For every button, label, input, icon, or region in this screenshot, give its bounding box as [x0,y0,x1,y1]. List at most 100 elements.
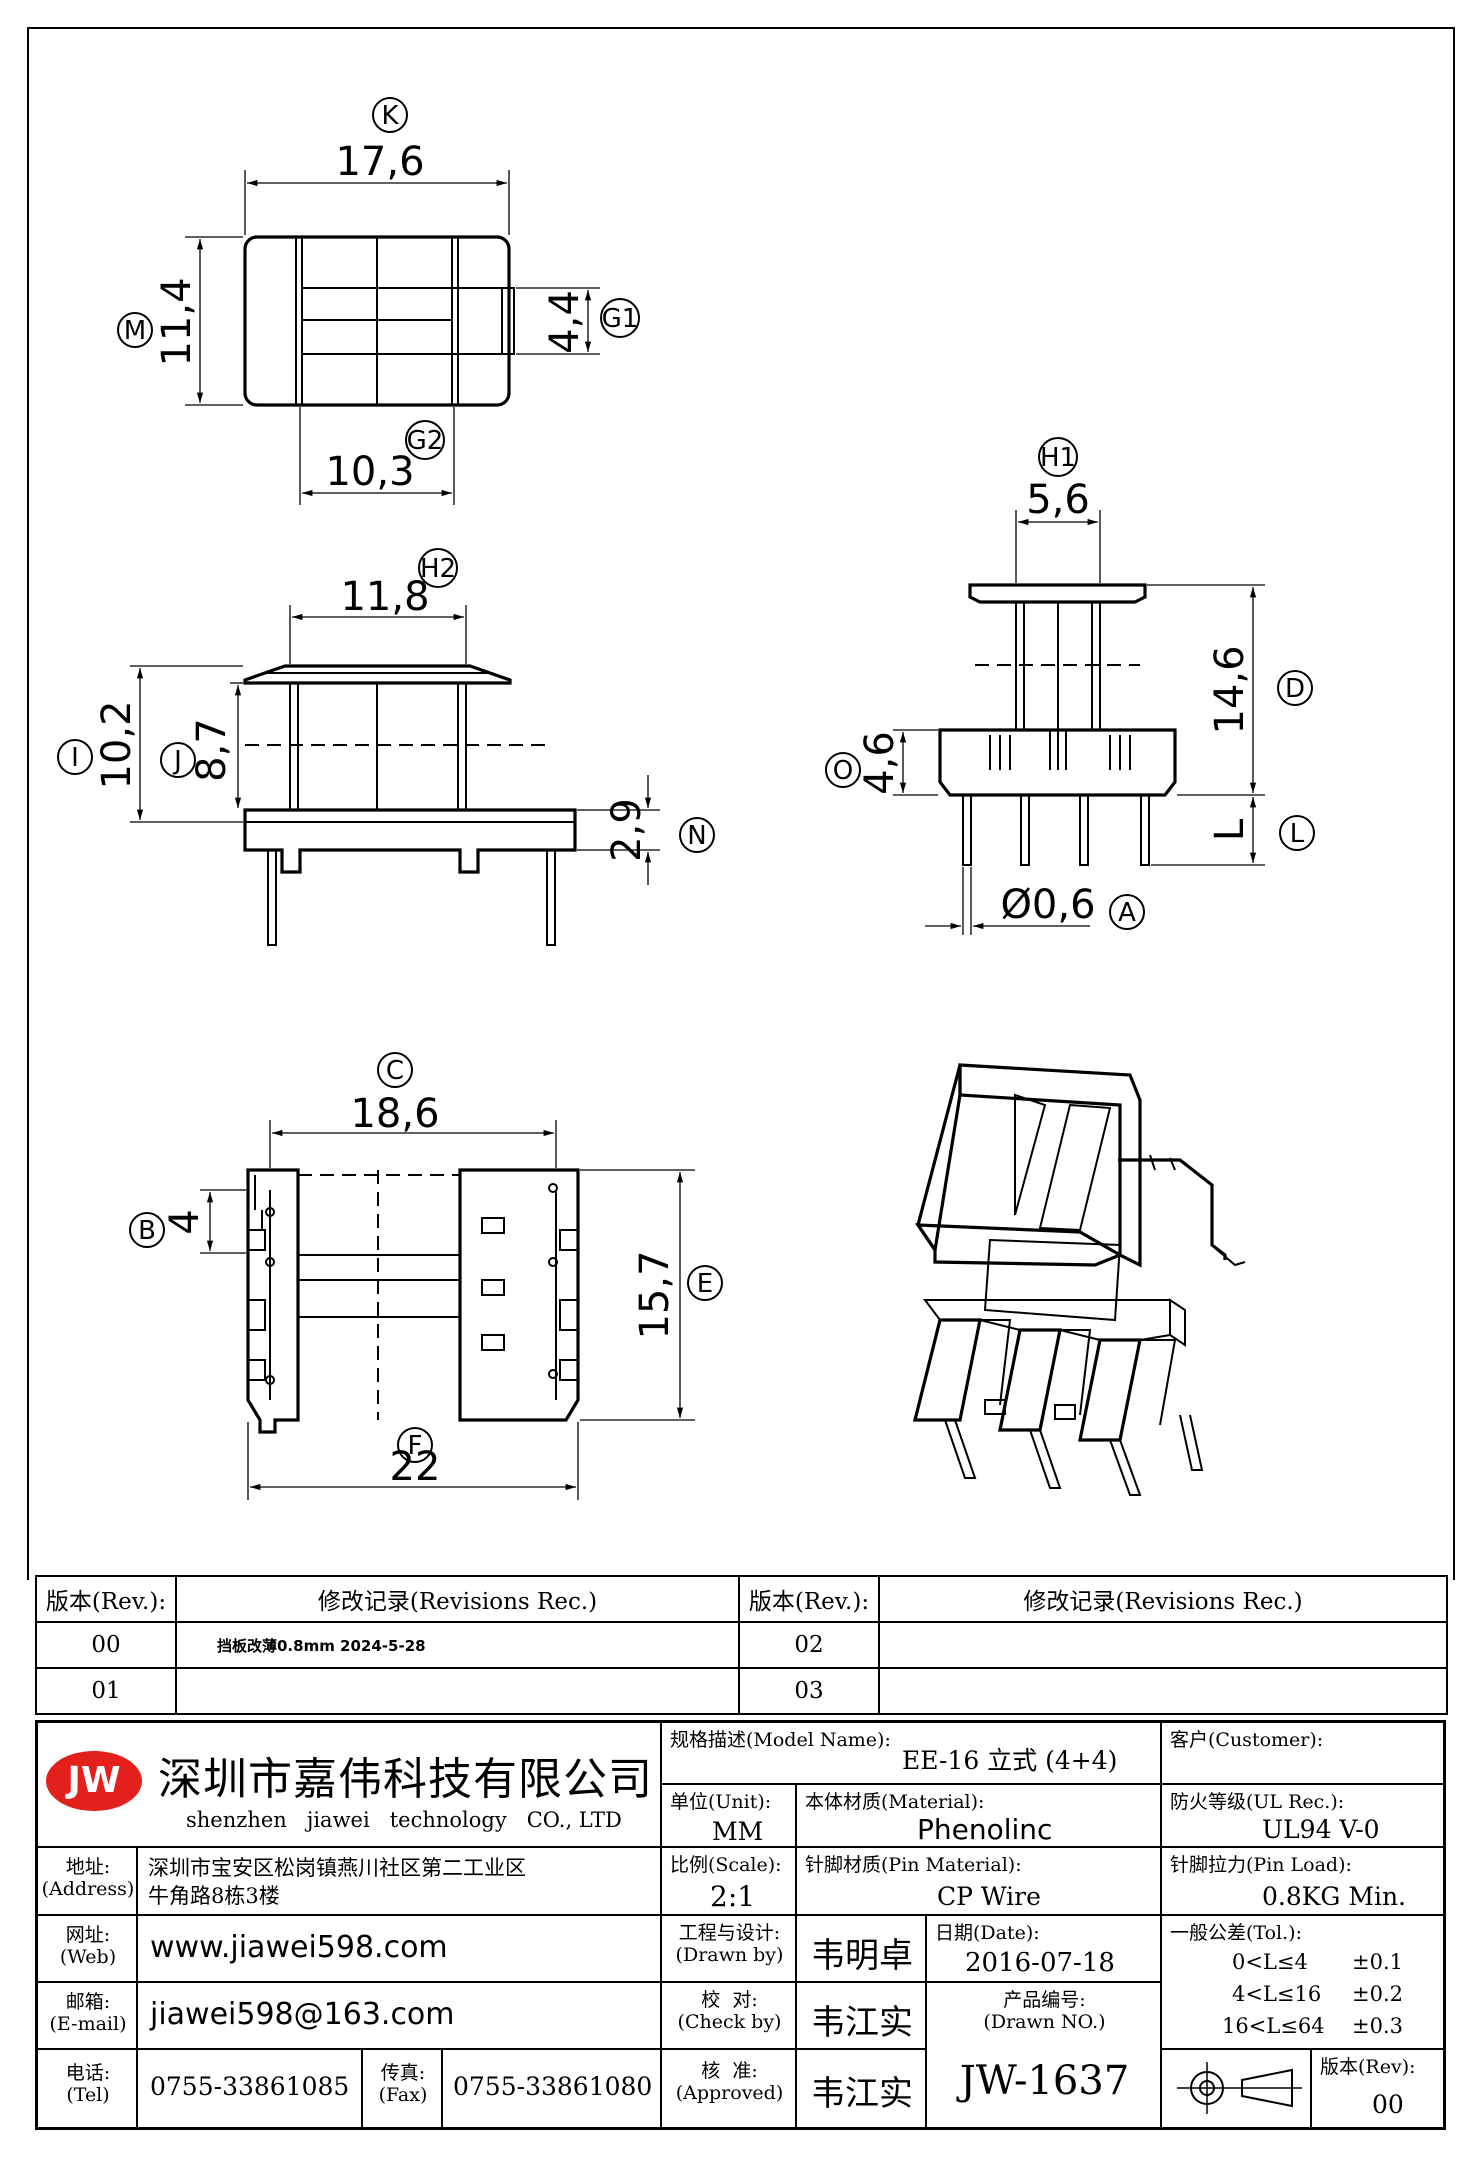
ul-label: 防火等级(UL Rec.): [1170,1791,1345,1813]
drawn-value: 韦明卓 [811,1936,913,1976]
ul-cell: 防火等级(UL Rec.): UL94 V-0 [1162,1785,1443,1848]
rev-label: 版本(Rev): [1320,2056,1416,2078]
unit-label: 单位(Unit): [670,1791,772,1813]
isometric-view [912,1063,1246,1496]
company-logo: JW [46,1751,142,1811]
rec-header: 修改记录(Revisions Rec.) [878,1575,1448,1623]
dim-h2-value: 11,8 [340,574,429,620]
dim-g1-tag: G1 [602,304,639,334]
material-cell: 本体材质(Material): Phenolinc [797,1785,1162,1848]
material-label: 本体材质(Material): [805,1791,985,1813]
tolerance-range: 0<L≤4 [1232,1950,1308,1974]
dim-m-tag: M [124,316,146,346]
dim-l-value: L [1207,818,1253,841]
rec-cell [878,1667,1448,1715]
tolerance-value: ±0.2 [1352,1982,1403,2006]
unit-cell: 单位(Unit): MM [662,1785,797,1848]
tolerance-label: 一般公差(Tol.): [1170,1922,1302,1944]
dim-i-value: 10,2 [94,700,140,789]
dim-a-value: Ø0,6 [1000,882,1095,928]
fax-label-cell: 传真: (Fax) [363,2050,443,2127]
email-cell: jiawei598@163.com [138,1983,662,2050]
table-row: 00 挡板改薄0.8mm 2024-5-28 02 [35,1621,1448,1669]
web-value[interactable]: www.jiawei598.com [150,1930,448,1965]
dim-k-value: 17,6 [335,139,424,185]
dim-j-tag: J [172,746,182,776]
drawing-no-value: JW-1637 [959,2058,1130,2104]
ul-value: UL94 V-0 [1262,1815,1380,1844]
dimension-labels: 17,6 K 11,4 M 4,4 G1 10,3 G2 5,6 H1 11,8… [57,97,1315,1490]
top-view [185,170,600,505]
web-label: 网址: (Web) [59,1924,117,1968]
tolerance-value: ±0.3 [1352,2014,1403,2038]
front-view [130,605,660,946]
dim-g2-value: 10,3 [325,449,414,495]
check-cell: 韦江实 [797,1983,927,2050]
address-label: 地址: (Address) [41,1856,135,1900]
approve-label-cell: 核 准: (Approved) [662,2050,797,2127]
dim-j-value: 8,7 [189,718,235,782]
fax-value: 0755-33861080 [453,2072,653,2101]
email-label: 邮箱: (E-mail) [49,1991,127,2035]
dim-k-tag: K [381,101,399,131]
email-value[interactable]: jiawei598@163.com [150,1997,455,2032]
company-area: JW 深圳市嘉伟科技有限公司 shenzhen jiawei technolog… [38,1723,662,1848]
date-cell: 日期(Date): 2016-07-18 [927,1916,1162,1983]
date-label: 日期(Date): [935,1922,1040,1944]
rev-cell: 01 [35,1667,177,1715]
dim-b-value: 4 [162,1209,208,1234]
check-label: 校 对: (Check by) [677,1989,782,2033]
revision-table: 版本(Rev.): 修改记录(Revisions Rec.) 版本(Rev.):… [35,1575,1448,1715]
table-row: 01 03 [35,1667,1448,1715]
dim-i-tag: I [71,743,79,773]
tel-label-cell: 电话: (Tel) [38,2050,138,2127]
tel-cell: 0755-33861085 [138,2050,363,2127]
technical-drawing: 17,6 K 11,4 M 4,4 G1 10,3 G2 5,6 H1 11,8… [27,27,1455,1580]
drawn-cell: 韦明卓 [797,1916,927,1983]
fax-cell: 0755-33861080 [443,2050,662,2127]
dim-c-tag: C [386,1056,404,1086]
dim-o-value: 4,6 [857,731,903,795]
pin-load-label: 针脚拉力(Pin Load): [1170,1854,1352,1876]
dim-h1-value: 5,6 [1026,477,1090,523]
email-label-cell: 邮箱: (E-mail) [38,1983,138,2050]
dim-b-tag: B [138,1216,156,1246]
dim-g2-tag: G2 [407,426,444,456]
rec-cell [175,1667,740,1715]
tolerance-cell: 一般公差(Tol.): 0<L≤4 ±0.1 4<L≤16 ±0.2 16<L≤… [1162,1916,1443,2050]
bottom-view [200,1120,695,1500]
rev-cell: 02 [738,1621,880,1669]
dim-d-value: 14,6 [1207,645,1253,734]
tel-label: 电话: (Tel) [65,2062,111,2106]
scale-cell: 比例(Scale): 2:1 [662,1848,797,1916]
drawing-no-label: 产品编号: (Drawn NO.) [983,1989,1106,2033]
company-name-cn: 深圳市嘉伟科技有限公司 [158,1754,653,1805]
sheet-border [27,27,1455,1580]
tolerance-range: 4<L≤16 [1232,1982,1322,2006]
rec-cell [878,1621,1448,1669]
projection-symbol-icon [1177,2062,1302,2114]
drawing-no-cell: JW-1637 [927,2050,1162,2127]
side-view [893,510,1265,935]
dim-h2-tag: H2 [420,554,456,584]
dim-d-tag: D [1285,674,1305,704]
date-value: 2016-07-18 [965,1948,1115,1978]
approve-value: 韦江实 [811,2074,913,2114]
address-label-cell: 地址: (Address) [38,1848,138,1916]
company-name-en: shenzhen jiawei technology CO., LTD [186,1808,622,1832]
model-cell: 规格描述(Model Name): EE-16 立式 (4+4) [662,1723,1162,1785]
dim-m-value: 11,4 [154,277,200,366]
tel-value: 0755-33861085 [150,2072,350,2101]
pin-load-value: 0.8KG Min. [1262,1882,1406,1911]
model-label: 规格描述(Model Name): [670,1729,891,1751]
address-value: 深圳市宝安区松岗镇燕川社区第二工业区 牛角路8栋3楼 [148,1856,526,1908]
dim-n-tag: N [687,821,706,851]
check-label-cell: 校 对: (Check by) [662,1983,797,2050]
rev-cell: 03 [738,1667,880,1715]
model-value: EE-16 立式 (4+4) [902,1746,1118,1775]
web-label-cell: 网址: (Web) [38,1916,138,1983]
customer-label: 客户(Customer): [1170,1729,1324,1751]
fax-label: 传真: (Fax) [378,2062,428,2106]
rev-value: 00 [1372,2090,1404,2119]
drawn-label: 工程与设计: (Drawn by) [675,1922,784,1966]
